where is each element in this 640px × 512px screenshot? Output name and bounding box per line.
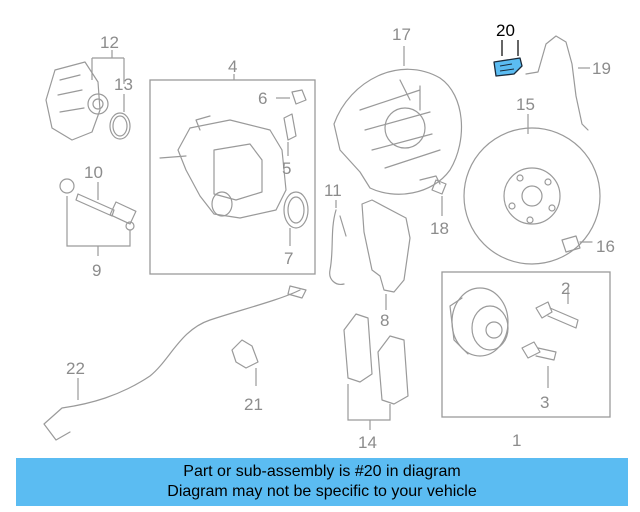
callout-5: 5 xyxy=(282,159,291,178)
callout-6: 6 xyxy=(258,89,267,108)
callout-2: 2 xyxy=(561,279,570,298)
banner-line-1: Part or sub-assembly is #20 in diagram xyxy=(183,463,461,480)
callout-3: 3 xyxy=(540,393,549,412)
callout-16: 16 xyxy=(596,237,615,256)
callout-12: 12 xyxy=(100,33,119,52)
shield-bolt-part xyxy=(419,175,447,195)
abs-sensor-harness-part xyxy=(43,289,301,441)
callout-13: 13 xyxy=(114,75,133,94)
info-banner: Part or sub-assembly is #20 in diagram D… xyxy=(16,458,628,506)
rotor-screw-part xyxy=(561,235,593,253)
splash-shield-part xyxy=(333,68,463,195)
callout-18: 18 xyxy=(430,219,449,238)
banner-line-2: Diagram may not be specific to your vehi… xyxy=(167,483,477,500)
callout-10: 10 xyxy=(84,163,103,182)
callout-7: 7 xyxy=(284,249,293,268)
axle-bolt-part xyxy=(521,341,557,361)
caliper-bracket-part xyxy=(361,199,411,293)
callout-14: 14 xyxy=(358,433,377,452)
brake-hose-part xyxy=(525,35,589,131)
leader-14 xyxy=(347,384,391,430)
callout-11: 11 xyxy=(324,181,342,200)
caliper-part xyxy=(159,115,287,219)
wear-sensor-part xyxy=(329,209,347,285)
hub-group-box xyxy=(441,271,611,418)
callout-17: 17 xyxy=(392,25,411,44)
callout-15: 15 xyxy=(516,95,535,114)
caliper-motor-part xyxy=(45,61,109,141)
callout-8: 8 xyxy=(380,311,389,330)
o-ring-part xyxy=(109,112,131,140)
callout-19: 19 xyxy=(592,59,611,78)
brake-rotor-part xyxy=(463,127,601,265)
caliper-group-box xyxy=(149,79,316,275)
sensor-bracket-part xyxy=(231,339,259,369)
leader-20 xyxy=(501,40,519,56)
callout-9: 9 xyxy=(92,261,101,280)
callout-1: 1 xyxy=(512,431,521,450)
callout-4: 4 xyxy=(228,57,237,76)
callout-22: 22 xyxy=(66,359,85,378)
bleeder-cap-part xyxy=(291,89,307,105)
bleeder-screw-part xyxy=(283,113,297,141)
leader-12 xyxy=(91,50,125,84)
leader-9 xyxy=(66,196,131,256)
piston-seal-part xyxy=(283,191,309,229)
callout-21: 21 xyxy=(244,395,263,414)
hub-bolt-part xyxy=(535,301,579,329)
wheel-hub-part xyxy=(449,287,509,357)
hose-clip-part-highlighted xyxy=(493,57,523,77)
brake-pads-part xyxy=(343,313,409,405)
callout-20: 20 xyxy=(496,21,515,40)
